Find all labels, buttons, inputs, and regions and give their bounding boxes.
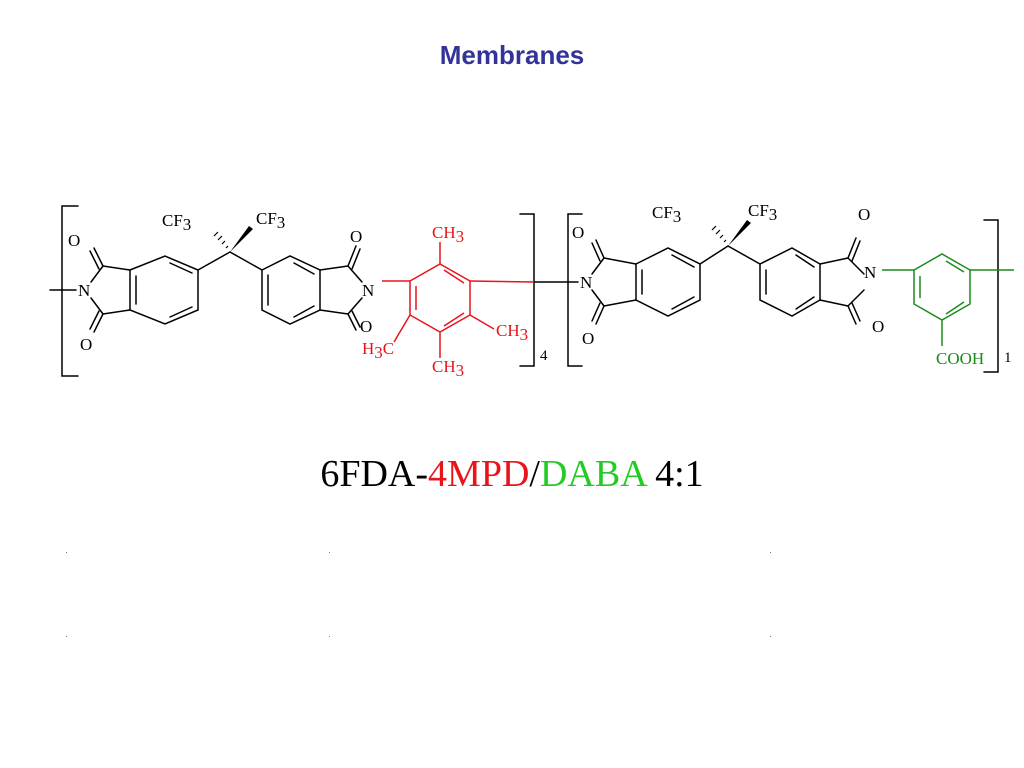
slide-title: Membranes [439, 40, 585, 70]
formula-dianhydride: 6FDA- [320, 453, 429, 495]
atom-o: O [360, 317, 372, 336]
polymer-formula: 6FDA-4MPD/DABA 4:1 [0, 452, 1024, 496]
formula-diamine-b: DABA [539, 453, 646, 495]
6fda-backbone [49, 205, 999, 377]
atom-o: O [350, 227, 362, 246]
black-labels: N O O CF3 CF3 O N O 4 O N O CF3 CF3 O N … [68, 201, 1012, 366]
stray-mark [329, 636, 330, 637]
methyl-group: CH3 [496, 321, 528, 344]
atom-n: N [864, 263, 876, 282]
wedge-bond [230, 226, 253, 252]
repeat-count-b: 1 [1004, 350, 1012, 366]
atom-n: N [362, 281, 374, 300]
repeat-count-a: 4 [540, 348, 548, 364]
methyl-group: CH3 [432, 223, 464, 246]
formula-diamine-a: 4MPD [428, 453, 530, 495]
red-labels: CH3 CH3 CH3 H3C [362, 223, 528, 380]
stray-mark [329, 552, 330, 553]
stray-mark [770, 636, 771, 637]
cf3-group: CF3 [748, 201, 777, 224]
atom-o: O [68, 231, 80, 250]
chemical-structure: N O O CF3 CF3 O N O 4 O N O CF3 CF3 O N … [49, 201, 1014, 380]
atom-n: N [580, 273, 592, 292]
methyl-group: CH3 [432, 357, 464, 380]
carboxyl-group: COOH [936, 349, 984, 368]
stray-mark [66, 552, 67, 553]
atom-o: O [582, 329, 594, 348]
formula-ratio: 4:1 [645, 453, 704, 495]
stray-mark [66, 636, 67, 637]
atom-o: O [572, 223, 584, 242]
daba-ring [882, 253, 1014, 346]
hash-bond [711, 225, 727, 243]
hash-bond [213, 231, 229, 249]
4mpd-ring [382, 242, 535, 358]
wedge-bond [728, 220, 751, 246]
methyl-group: H3C [362, 339, 394, 362]
cf3-group: CF3 [652, 203, 681, 226]
atom-o: O [872, 317, 884, 336]
stray-mark [770, 552, 771, 553]
formula-slash: / [529, 453, 540, 495]
atom-o: O [80, 335, 92, 354]
cf3-group: CF3 [162, 211, 191, 234]
cf3-group: CF3 [256, 209, 285, 232]
atom-o: O [858, 205, 870, 224]
atom-n: N [78, 281, 90, 300]
